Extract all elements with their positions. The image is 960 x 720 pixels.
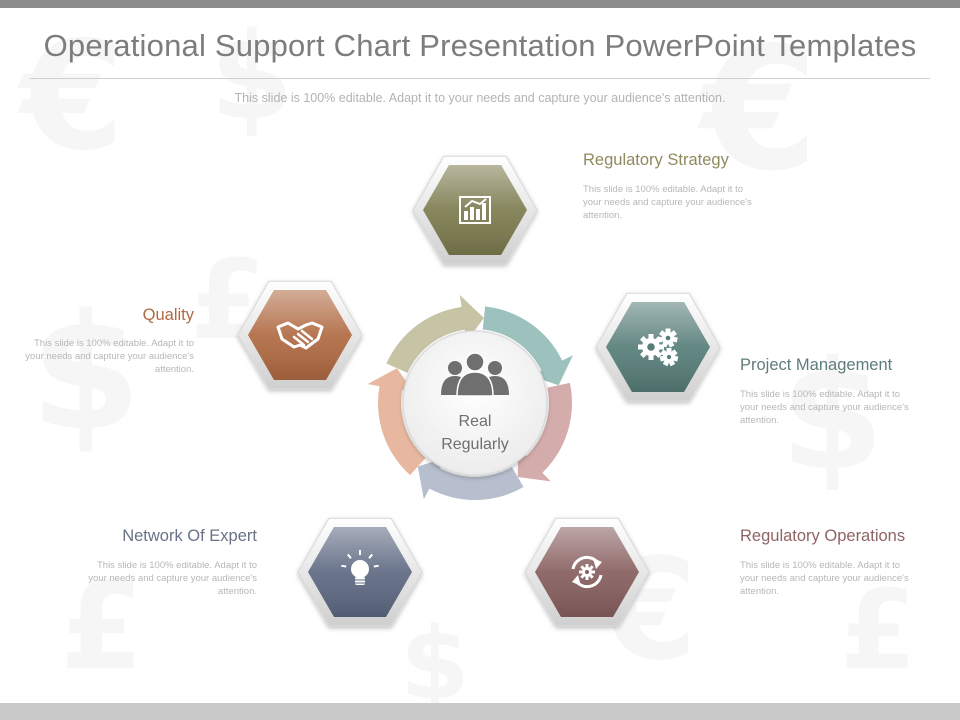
- desc-quality: This slide is 100% editable. Adapt it to…: [25, 338, 194, 375]
- desc-project-management: This slide is 100% editable. Adapt it to…: [740, 389, 909, 426]
- cycle-arrow-regulatory-strategy: [386, 295, 484, 373]
- sync-gear-icon: [571, 555, 603, 589]
- svg-text:$: $: [210, 8, 294, 147]
- title-divider: [30, 78, 930, 79]
- label-project-management: Project Management: [740, 356, 893, 374]
- cycle-arrow-network-of-expert: [417, 457, 524, 500]
- label-network-of-expert: Network Of Expert: [122, 527, 257, 545]
- cycle-arrow-regulatory-operations: [517, 382, 572, 482]
- top-border: [0, 0, 960, 8]
- center-label-line2: Regularly: [441, 436, 509, 453]
- center-label: Real Regularly: [415, 410, 535, 456]
- svg-text:€: €: [696, 11, 818, 209]
- handshake-icon: [276, 321, 324, 350]
- page-subtitle: This slide is 100% editable. Adapt it to…: [234, 91, 726, 105]
- hexagon-quality: [237, 280, 363, 390]
- hexagon-regulatory-operations: [524, 517, 650, 627]
- hexagon-regulatory-strategy: [412, 155, 538, 265]
- center-label-line1: Real: [458, 413, 492, 430]
- hexagon-network-of-expert: [297, 517, 423, 627]
- bottom-border: [0, 703, 960, 720]
- center-hub: [402, 330, 548, 476]
- desc-regulatory-strategy: This slide is 100% editable. Adapt it to…: [583, 184, 752, 221]
- label-regulatory-strategy: Regulatory Strategy: [583, 151, 729, 169]
- svg-text:$: $: [780, 330, 884, 504]
- svg-text:€: €: [17, 10, 124, 184]
- svg-text:$: $: [30, 279, 141, 466]
- label-quality: Quality: [142, 306, 194, 324]
- growth-chart-icon: [459, 196, 491, 224]
- desc-regulatory-operations: This slide is 100% editable. Adapt it to…: [740, 560, 909, 597]
- hexagon-gloss-regulatory-strategy: [423, 165, 527, 255]
- svg-text:£: £: [60, 558, 144, 697]
- gears-icon: [638, 328, 679, 367]
- desc-network-of-expert: This slide is 100% editable. Adapt it to…: [88, 560, 257, 597]
- currency-watermark-background: € $ € $ $ £ € £ $ £: [17, 8, 917, 703]
- lightbulb-icon: [341, 550, 379, 585]
- cycle-arrow-quality: [367, 368, 426, 476]
- label-regulatory-operations: Regulatory Operations: [740, 527, 906, 545]
- hexagon-project-management: [595, 292, 721, 402]
- cycle-arrow-project-management: [482, 306, 573, 386]
- svg-text:$: $: [400, 605, 470, 703]
- svg-text:£: £: [840, 566, 917, 694]
- team-icon: [441, 352, 509, 397]
- page-title: Operational Support Chart Presentation P…: [43, 28, 917, 63]
